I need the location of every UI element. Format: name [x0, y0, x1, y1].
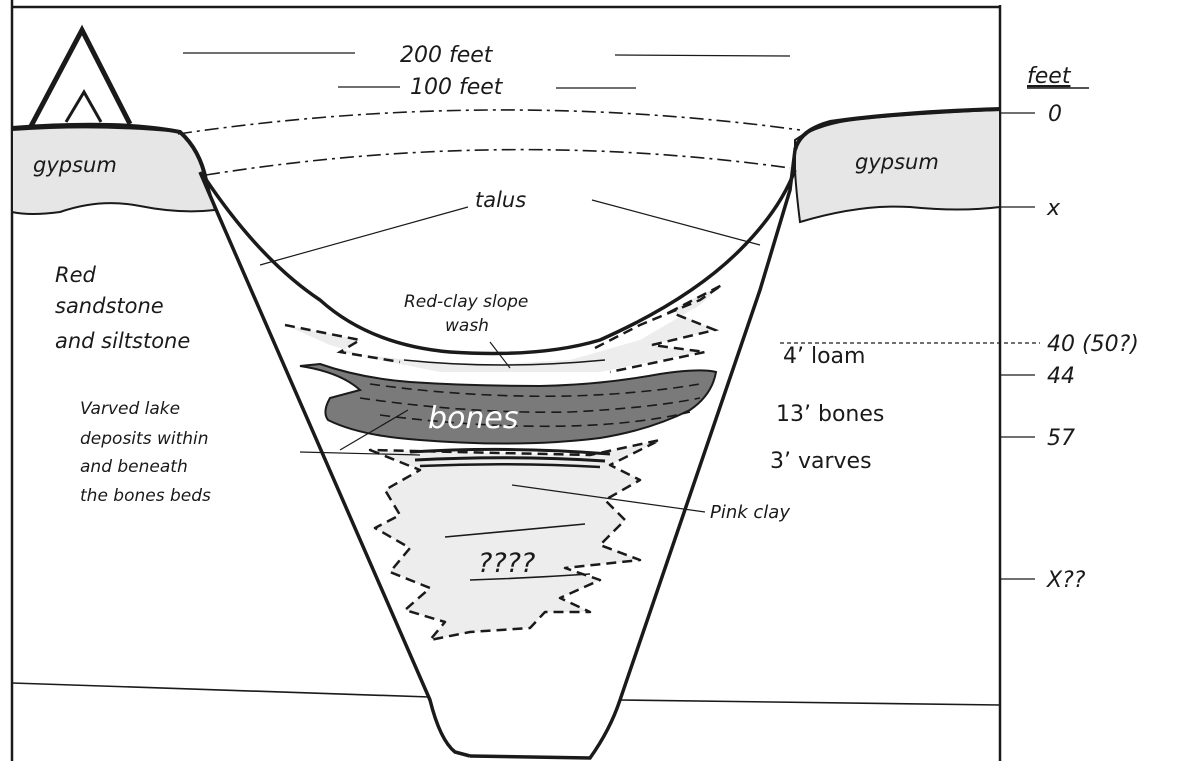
depth-tick-57: 57 — [1047, 426, 1075, 451]
gypsum-left-label: gypsum — [33, 153, 117, 177]
depth-tick-x: x — [1046, 196, 1061, 221]
projected-surface-arc-200 — [178, 110, 800, 134]
loam-thickness-label: 4’ loam — [783, 344, 865, 369]
diagram-frame — [12, 0, 1000, 761]
slope-wash-label-line-1: Red-clay slope — [404, 292, 528, 312]
depth-tick-44: 44 — [1047, 364, 1075, 389]
depth-scale: feet 0 x 40 (50?) 44 57 X?? — [1000, 64, 1139, 593]
gypsum-right-label: gypsum — [855, 150, 939, 174]
unknown-depth-label: ???? — [478, 548, 535, 579]
depth-tick-unknown: X?? — [1046, 568, 1086, 593]
bedrock-contact-line — [12, 683, 1000, 705]
varved-label-line-2: deposits within — [80, 429, 209, 449]
bones-thickness-label: 13’ bones — [776, 402, 884, 427]
varved-label-line-1: Varved lake — [80, 399, 180, 419]
depth-scale-title: feet — [1027, 64, 1072, 89]
width-200-label: 200 feet — [400, 43, 494, 68]
varved-label-line-4: the bones beds — [80, 486, 211, 506]
bones-label: bones — [428, 401, 519, 436]
depth-tick-0: 0 — [1048, 102, 1062, 127]
sandstone-label-line-1: Red — [55, 263, 97, 287]
sandstone-label-line-3: and siltstone — [55, 329, 190, 353]
sandstone-label-line-2: sandstone — [55, 294, 164, 318]
varves-thickness-label: 3’ varves — [770, 449, 872, 474]
hill-triangle-icon — [30, 30, 130, 128]
pink-clay-label: Pink clay — [710, 502, 790, 523]
lower-deposits-fill — [370, 440, 660, 640]
projected-surface-arc-100 — [206, 150, 790, 175]
depth-tick-40: 40 (50?) — [1047, 332, 1139, 357]
talus-label: talus — [475, 188, 526, 212]
slope-wash-label-line-2: wash — [445, 316, 489, 336]
varved-label-line-3: and beneath — [80, 457, 188, 477]
width-100-label: 100 feet — [410, 75, 504, 100]
